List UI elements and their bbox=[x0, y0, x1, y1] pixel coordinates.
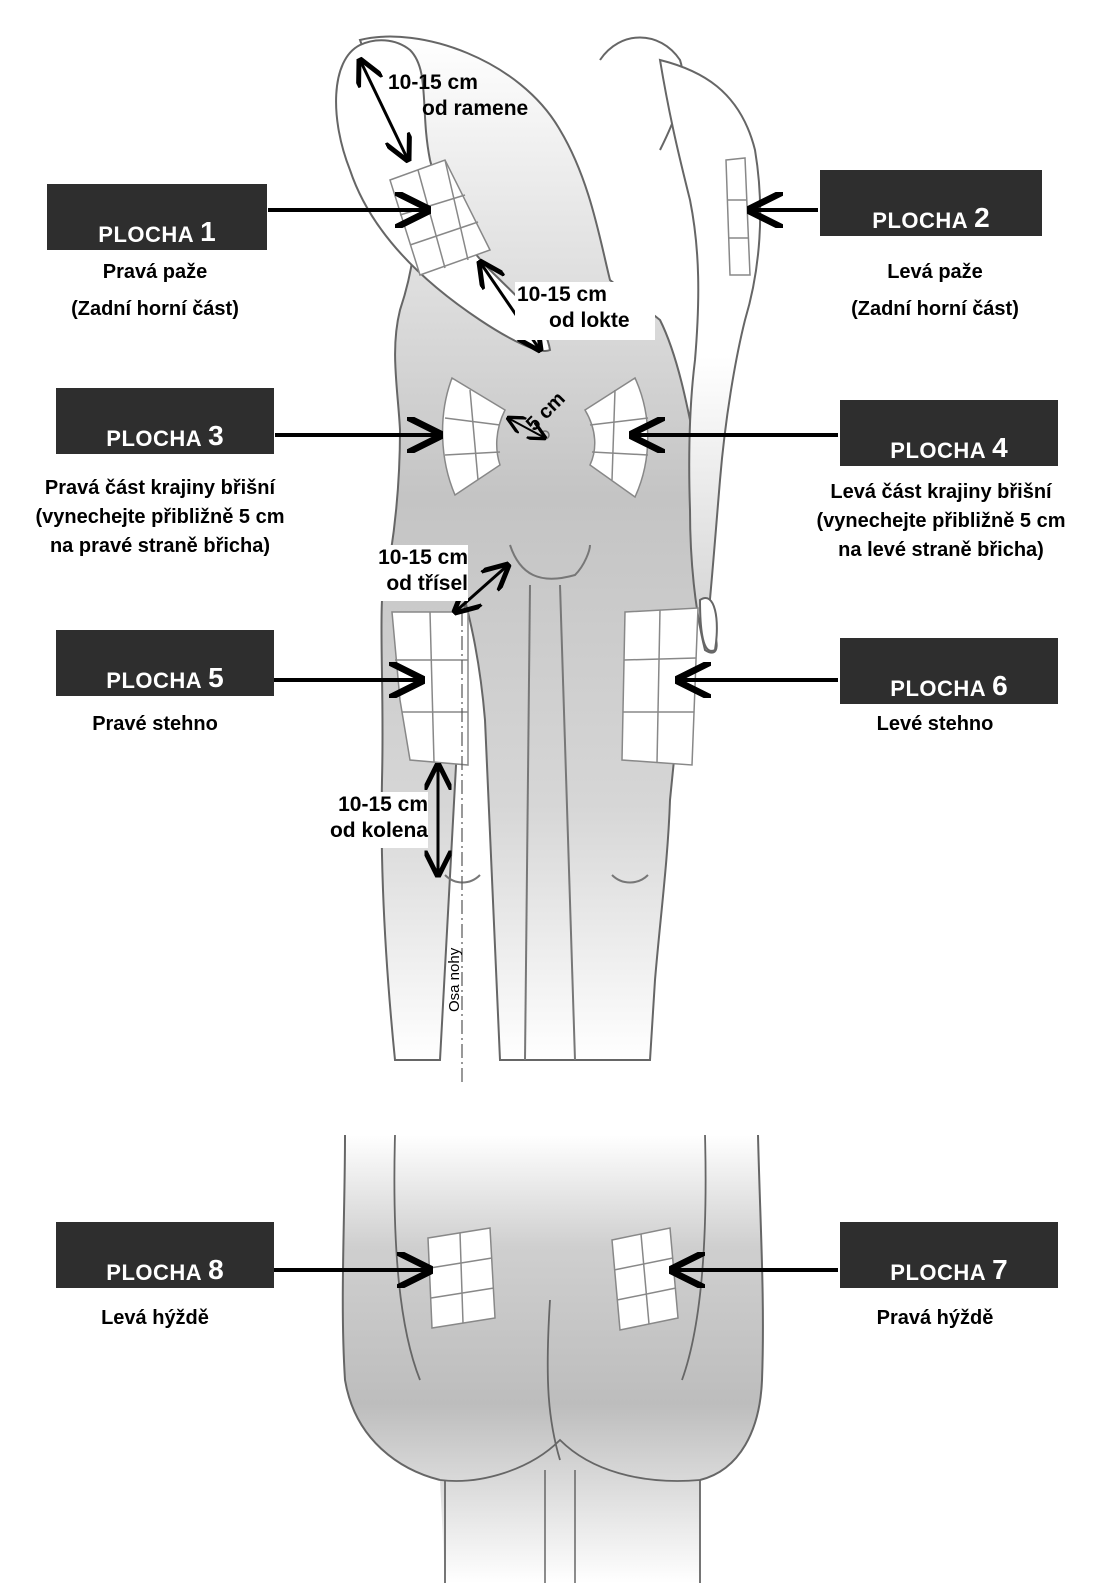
caption-line: Pravé stehno bbox=[50, 710, 260, 739]
zone-3-caption: Pravá část krajiny břišní (vynechejte př… bbox=[10, 474, 310, 561]
zone-4-caption: Levá část krajiny břišní (vynechejte při… bbox=[788, 478, 1094, 565]
grid-zone-8 bbox=[428, 1228, 495, 1328]
groin-distance-label: 10-15 cm od třísel bbox=[362, 545, 468, 601]
caption-line: Pravá část krajiny břišní bbox=[10, 474, 310, 503]
zone-label: PLOCHA bbox=[872, 208, 968, 234]
zone-number: 1 bbox=[200, 216, 216, 248]
zone-number: 5 bbox=[208, 662, 224, 694]
zone-box-3: PLOCHA 3 bbox=[56, 388, 274, 454]
zone-box-5: PLOCHA 5 bbox=[56, 630, 274, 696]
caption-line: Levá hýždě bbox=[50, 1304, 260, 1333]
zone-label: PLOCHA bbox=[890, 676, 986, 702]
knee-distance-label: 10-15 cm od kolena bbox=[312, 792, 428, 848]
leg-axis-label: Osa nohy bbox=[446, 948, 463, 1012]
zone-1-caption: Pravá paže (Zadní horní část) bbox=[30, 258, 280, 324]
shoulder-distance-label: 10-15 cm od ramene bbox=[388, 70, 548, 122]
caption-line: (vynechejte přibližně 5 cm bbox=[10, 503, 310, 532]
grid-zone-2 bbox=[726, 158, 750, 275]
zone-box-2: PLOCHA 2 bbox=[820, 170, 1042, 236]
zone-number: 8 bbox=[208, 1254, 224, 1286]
zone-box-6: PLOCHA 6 bbox=[840, 638, 1058, 704]
grid-zone-7 bbox=[612, 1228, 678, 1330]
measure-value: 10-15 cm bbox=[515, 282, 655, 308]
caption-line: (vynechejte přibližně 5 cm bbox=[788, 507, 1094, 536]
zone-7-caption: Pravá hýždě bbox=[830, 1304, 1040, 1333]
measure-ref: od kolena bbox=[312, 818, 428, 844]
zone-number: 3 bbox=[208, 420, 224, 452]
zone-number: 4 bbox=[992, 432, 1008, 464]
caption-line: na levé straně břicha) bbox=[788, 536, 1094, 565]
zone-5-caption: Pravé stehno bbox=[50, 710, 260, 739]
zone-label: PLOCHA bbox=[98, 222, 194, 248]
caption-line: Levá část krajiny břišní bbox=[788, 478, 1094, 507]
measure-ref: od ramene bbox=[388, 96, 548, 122]
zone-2-caption: Levá paže (Zadní horní část) bbox=[820, 258, 1050, 324]
zone-label: PLOCHA bbox=[106, 426, 202, 452]
elbow-distance-label: 10-15 cm od lokte bbox=[515, 282, 655, 340]
zone-box-1: PLOCHA 1 bbox=[47, 184, 267, 250]
measure-ref: od lokte bbox=[515, 308, 655, 334]
caption-line: Pravá hýždě bbox=[830, 1304, 1040, 1333]
zone-8-caption: Levá hýždě bbox=[50, 1304, 260, 1333]
zone-label: PLOCHA bbox=[106, 668, 202, 694]
zone-6-caption: Levé stehno bbox=[830, 710, 1040, 739]
caption-line: na pravé straně břicha) bbox=[10, 532, 310, 561]
zone-box-7: PLOCHA 7 bbox=[840, 1222, 1058, 1288]
grid-zone-6 bbox=[622, 608, 698, 765]
zone-label: PLOCHA bbox=[890, 1260, 986, 1286]
caption-line: (Zadní horní část) bbox=[30, 295, 280, 324]
zone-label: PLOCHA bbox=[106, 1260, 202, 1286]
zone-number: 7 bbox=[992, 1254, 1008, 1286]
measure-value: 10-15 cm bbox=[388, 70, 548, 96]
zone-number: 2 bbox=[974, 202, 990, 234]
measure-value: 10-15 cm bbox=[312, 792, 428, 818]
caption-line: Pravá paže bbox=[30, 258, 280, 287]
caption-line: Levé stehno bbox=[830, 710, 1040, 739]
zone-label: PLOCHA bbox=[890, 438, 986, 464]
zone-box-8: PLOCHA 8 bbox=[56, 1222, 274, 1288]
caption-line: Levá paže bbox=[820, 258, 1050, 287]
zone-box-4: PLOCHA 4 bbox=[840, 400, 1058, 466]
zone-number: 6 bbox=[992, 670, 1008, 702]
back-body-figure bbox=[343, 1135, 763, 1583]
measure-value: 10-15 cm bbox=[362, 545, 468, 571]
measure-ref: od třísel bbox=[362, 571, 468, 597]
caption-line: (Zadní horní část) bbox=[820, 295, 1050, 324]
